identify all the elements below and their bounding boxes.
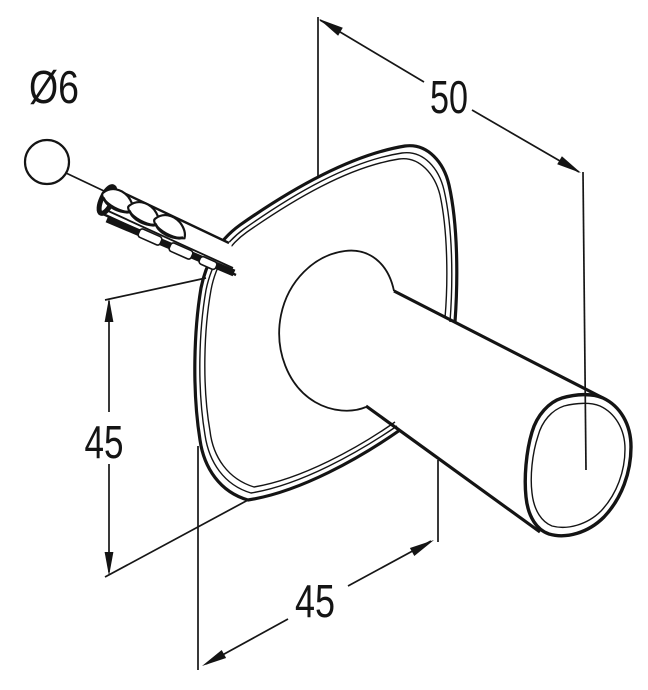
plug-slot — [168, 242, 194, 260]
peg-top-edge — [393, 289, 604, 400]
peg-end-cap-inner-rim — [530, 402, 626, 529]
dimension-width-45: 45 — [197, 446, 439, 670]
dimension-height-45: 45 — [85, 277, 249, 578]
depth-label: 50 — [430, 71, 468, 123]
leader-line — [65, 172, 105, 192]
height-label: 45 — [85, 416, 124, 468]
plug-fin — [153, 214, 187, 240]
extension-line — [104, 499, 249, 578]
arrowhead — [409, 540, 434, 556]
wall-plug-fins — [101, 188, 187, 240]
arrowhead — [202, 650, 227, 666]
hook-base-circle — [278, 249, 395, 412]
extension-line — [104, 277, 207, 301]
wall-plug-slots — [137, 228, 218, 271]
arrowhead — [104, 552, 114, 576]
wall-plug — [96, 184, 239, 277]
hole-diameter-label: Ø6 — [29, 61, 79, 113]
plug-slot — [198, 255, 218, 271]
arrowhead — [319, 19, 343, 36]
peg-bottom-edge — [365, 404, 541, 534]
peg-end-cap — [523, 392, 633, 538]
dimension-depth-50: 50 — [317, 17, 587, 471]
dimension-hole-diameter: Ø6 — [23, 61, 105, 192]
arrowhead — [557, 156, 581, 173]
arrowhead — [104, 298, 114, 322]
drill-hole-symbol — [23, 138, 71, 186]
width-label: 45 — [295, 575, 335, 627]
wall-plug-face-line — [105, 209, 234, 269]
plug-slot — [137, 228, 163, 246]
extension-line — [582, 171, 587, 471]
hook-peg — [365, 289, 633, 538]
